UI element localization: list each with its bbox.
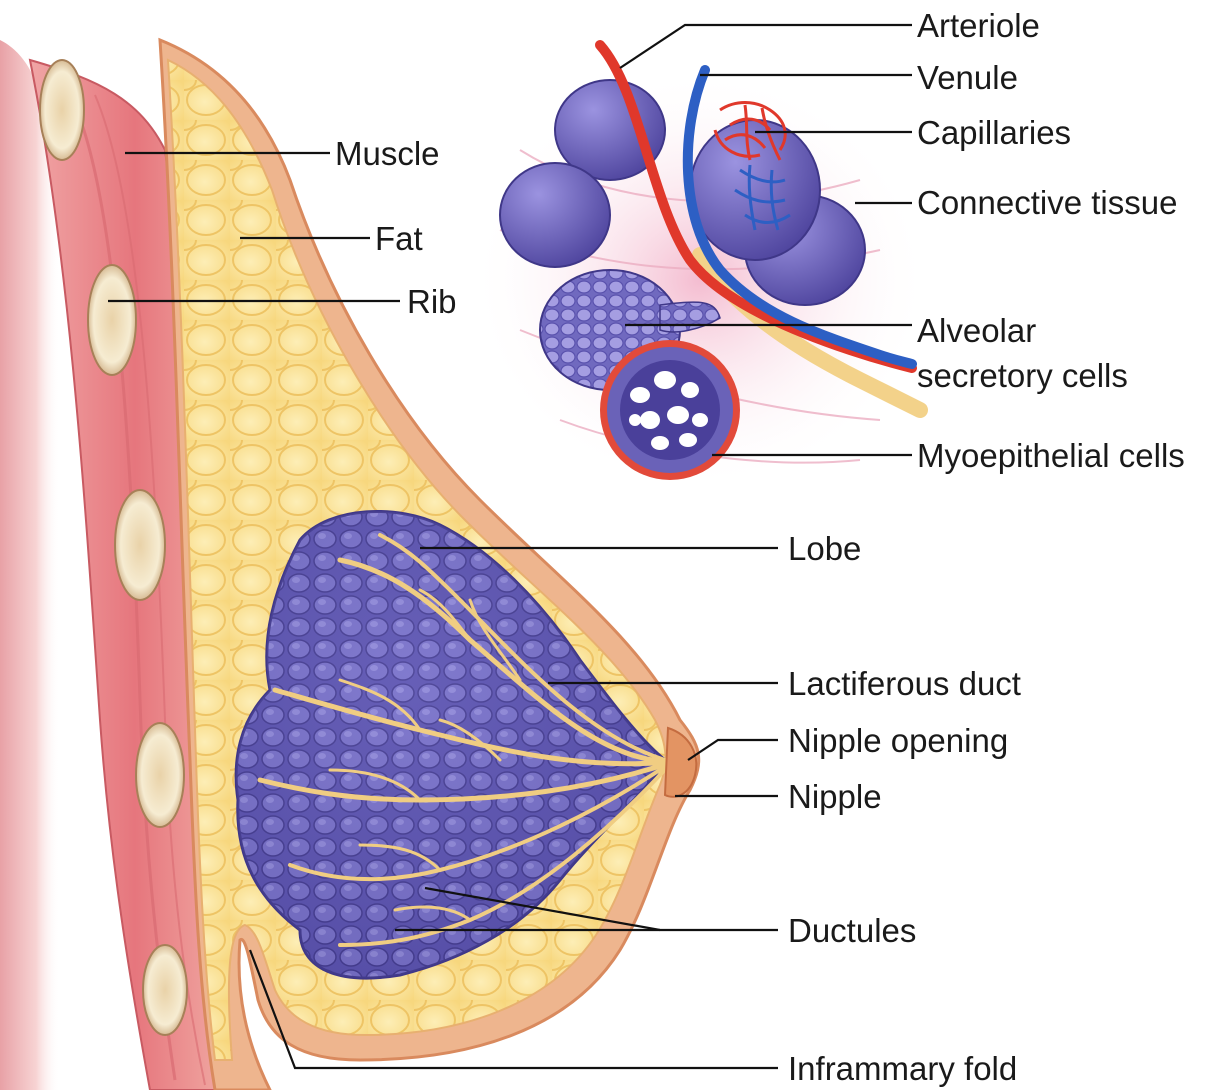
rib-4 bbox=[136, 723, 184, 827]
label-lactiferous-duct: Lactiferous duct bbox=[788, 665, 1021, 702]
alveolus-left bbox=[500, 163, 610, 267]
leader-nipple-opening bbox=[688, 740, 778, 760]
label-connective-tissue: Connective tissue bbox=[917, 184, 1177, 221]
alveolus-center bbox=[690, 120, 820, 260]
label-myoepithelial: Myoepithelial cells bbox=[917, 437, 1185, 474]
label-nipple: Nipple bbox=[788, 778, 882, 815]
label-alveolar-line1: Alveolar bbox=[917, 312, 1036, 349]
label-arteriole: Arteriole bbox=[917, 7, 1040, 44]
label-alveolar-line2: secretory cells bbox=[917, 357, 1128, 394]
label-fat: Fat bbox=[375, 220, 423, 257]
label-capillaries: Capillaries bbox=[917, 114, 1071, 151]
label-inframmary-fold: Inframmary fold bbox=[788, 1050, 1017, 1087]
rib-2 bbox=[88, 265, 136, 375]
chest-wall bbox=[0, 40, 60, 1090]
rib-3 bbox=[115, 490, 165, 600]
rib-5 bbox=[143, 945, 187, 1035]
cut-alveolus bbox=[600, 340, 740, 480]
label-ductules: Ductules bbox=[788, 912, 916, 949]
rib-1 bbox=[40, 60, 84, 160]
label-nipple-opening: Nipple opening bbox=[788, 722, 1008, 759]
label-venule: Venule bbox=[917, 59, 1018, 96]
label-lobe: Lobe bbox=[788, 530, 861, 567]
leader-arteriole bbox=[620, 25, 912, 68]
label-rib: Rib bbox=[407, 283, 457, 320]
alveolar-inset bbox=[470, 45, 930, 490]
label-muscle: Muscle bbox=[335, 135, 440, 172]
